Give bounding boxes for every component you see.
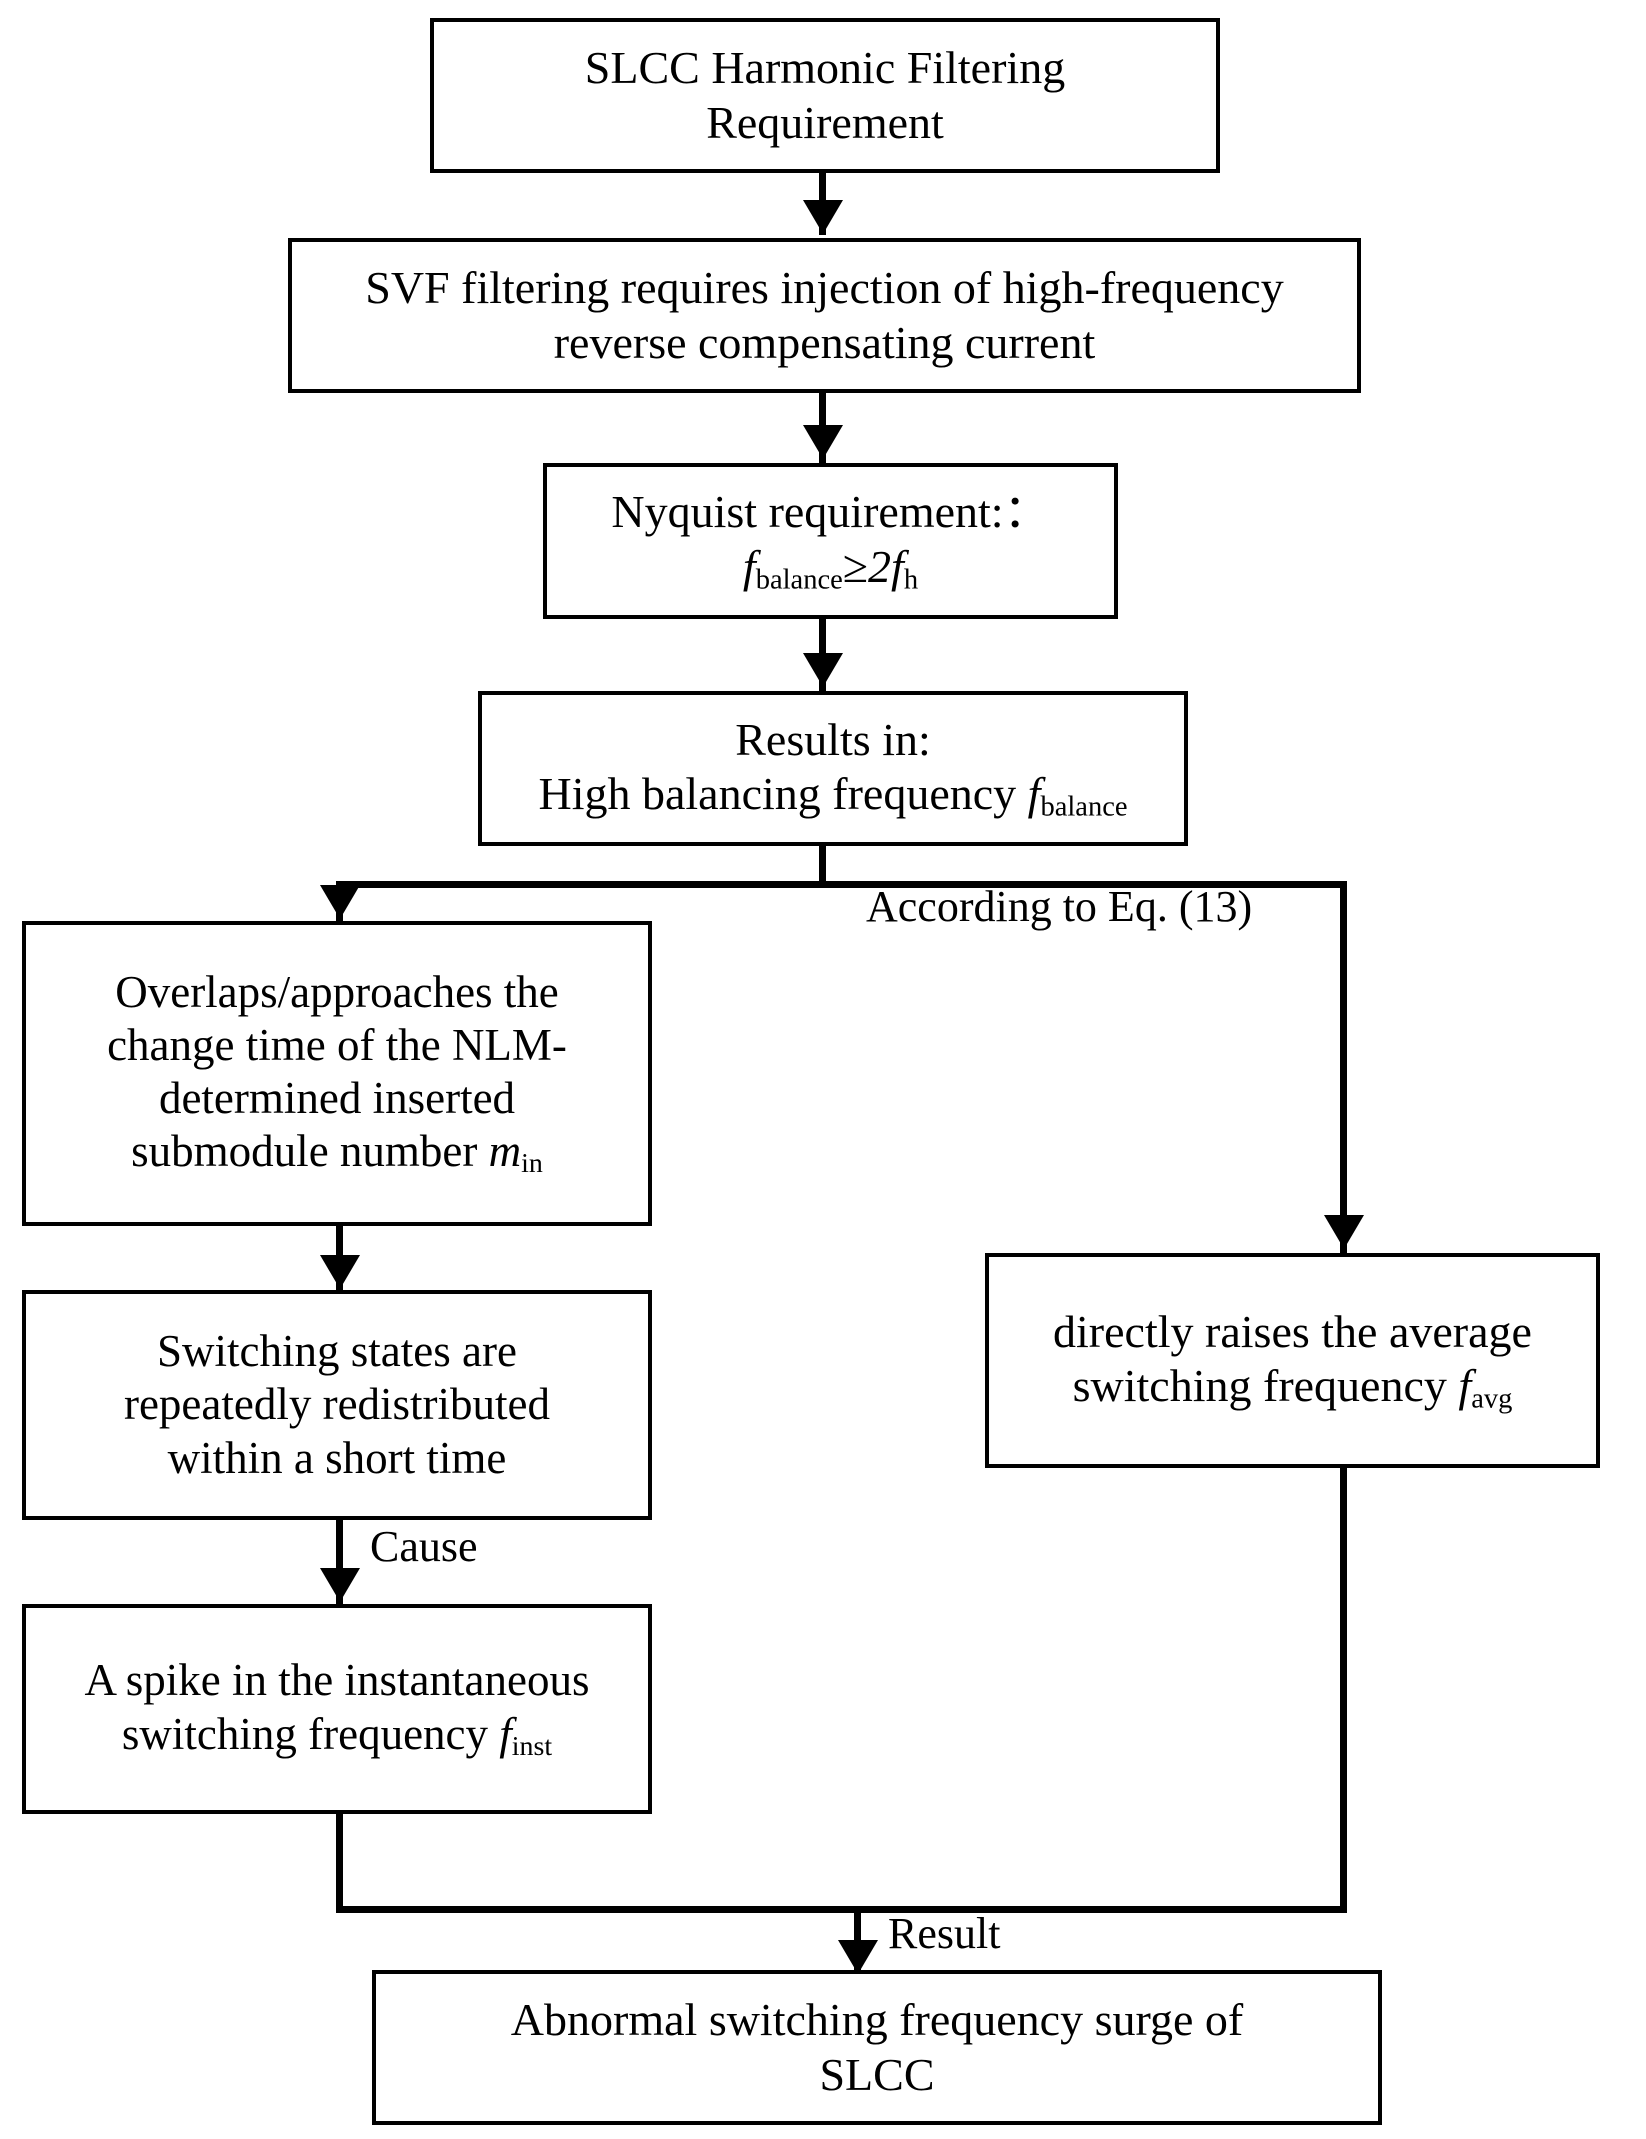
formula-relation: ≥ xyxy=(842,540,869,592)
node-text: Abnormal switching frequency surge of SL… xyxy=(386,1993,1368,2102)
node-text: Results in: High balancing frequency fba… xyxy=(492,713,1174,824)
connector-split-right-drop xyxy=(1340,881,1347,1253)
favg-subscript: avg xyxy=(1471,1383,1513,1415)
node-line-1: Overlaps/approaches the xyxy=(115,966,559,1017)
node-line-1: Abnormal switching frequency surge of xyxy=(510,1994,1244,2046)
arrowhead-n1-n2 xyxy=(803,200,843,234)
node-line-2: Requirement xyxy=(706,96,944,148)
balance-subscript: balance xyxy=(1040,791,1128,823)
connector-n6-n7 xyxy=(336,1520,343,1604)
node-line-1: SLCC Harmonic Filtering xyxy=(584,42,1066,94)
node-switching-states-redistributed: Switching states are repeatedly redistri… xyxy=(22,1290,652,1520)
arrowhead-split-right xyxy=(1324,1215,1364,1249)
arrowhead-n5-n6 xyxy=(320,1255,360,1289)
node-line-1: SVF filtering requires injection of high… xyxy=(365,262,1284,314)
formula-rhs-coefficient: 2 xyxy=(868,540,892,592)
node-text: directly raises the average switching fr… xyxy=(999,1305,1586,1416)
finst-symbol: f xyxy=(499,1708,512,1759)
node-text: Overlaps/approaches the change time of t… xyxy=(36,966,638,1181)
min-symbol: m xyxy=(488,1126,522,1177)
favg-symbol: f xyxy=(1458,1360,1472,1412)
node-raises-average-switching-frequency: directly raises the average switching fr… xyxy=(985,1253,1600,1468)
node-line-2: switching frequency finst xyxy=(121,1708,553,1762)
formula-rhs-symbol: f xyxy=(891,540,904,592)
node-line-2-prefix: switching frequency xyxy=(121,1708,500,1759)
node-line-2: reverse compensating current xyxy=(553,316,1096,368)
connector-n4-split-stem xyxy=(819,846,826,888)
node-text: Switching states are repeatedly redistri… xyxy=(36,1325,638,1484)
balance-symbol: f xyxy=(1027,768,1041,820)
node-line-3: within a short time xyxy=(167,1432,507,1483)
connector-left-merge-drop xyxy=(336,1814,343,1913)
min-subscript: in xyxy=(521,1148,543,1180)
node-line-1: Switching states are xyxy=(157,1326,517,1377)
arrowhead-split-left xyxy=(320,885,360,919)
arrowhead-n2-n3 xyxy=(803,425,843,459)
connector-merge-stem xyxy=(854,1906,861,1970)
node-text: SLCC Harmonic Filtering Requirement xyxy=(444,41,1206,150)
node-text: A spike in the instantaneous switching f… xyxy=(36,1654,638,1763)
node-line-1: Nyquist requirement:： xyxy=(611,486,1050,538)
connector-merge-bus xyxy=(336,1906,1347,1913)
connector-split-bus xyxy=(336,881,1347,888)
node-line-2-prefix: switching frequency xyxy=(1072,1360,1459,1412)
edge-label-cause: Cause xyxy=(370,1522,478,1571)
node-line-2: repeatedly redistributed xyxy=(123,1379,551,1430)
node-line-4: submodule number min xyxy=(131,1126,543,1180)
node-high-balancing-frequency: Results in: High balancing frequency fba… xyxy=(478,691,1188,846)
node-nyquist-requirement: Nyquist requirement:： fbalance≥2fh xyxy=(543,463,1118,619)
connector-right-merge-drop xyxy=(1340,1468,1347,1913)
node-text: Nyquist requirement:： fbalance≥2fh xyxy=(557,485,1104,596)
node-line-2-prefix: High balancing frequency xyxy=(538,768,1028,820)
node-line-2: High balancing frequency fbalance xyxy=(538,768,1128,823)
formula-lhs-symbol: f xyxy=(742,540,756,592)
node-abnormal-switching-frequency-surge: Abnormal switching frequency surge of SL… xyxy=(372,1970,1382,2125)
node-line-3: determined inserted xyxy=(158,1073,516,1124)
node-line-1: A spike in the instantaneous xyxy=(84,1655,590,1706)
node-text: SVF filtering requires injection of high… xyxy=(302,261,1347,370)
node-line-1: Results in: xyxy=(735,713,931,765)
node-instantaneous-frequency-spike: A spike in the instantaneous switching f… xyxy=(22,1604,652,1814)
arrowhead-merge-final xyxy=(838,1940,878,1974)
formula-lhs-subscript: balance xyxy=(755,563,843,595)
node-overlaps-nlm-change-time: Overlaps/approaches the change time of t… xyxy=(22,921,652,1226)
node-line-2: change time of the NLM- xyxy=(107,1019,567,1070)
edge-label-according-to-eq-13: According to Eq. (13) xyxy=(866,882,1253,931)
arrowhead-n3-n4 xyxy=(803,653,843,687)
node-line-4-prefix: submodule number xyxy=(131,1126,489,1177)
node-slcc-harmonic-filtering-requirement: SLCC Harmonic Filtering Requirement xyxy=(430,18,1220,173)
edge-label-result: Result xyxy=(888,1909,1001,1958)
finst-subscript: inst xyxy=(511,1730,553,1762)
node-line-1: directly raises the average xyxy=(1053,1305,1532,1357)
arrowhead-n6-n7 xyxy=(320,1568,360,1602)
node-svf-filtering-injection: SVF filtering requires injection of high… xyxy=(288,238,1361,393)
node-line-2: switching frequency favg xyxy=(1072,1360,1513,1415)
formula-rhs-subscript: h xyxy=(903,563,919,595)
nyquist-formula: fbalance≥2fh xyxy=(742,540,919,595)
node-line-2: SLCC xyxy=(819,2048,935,2100)
